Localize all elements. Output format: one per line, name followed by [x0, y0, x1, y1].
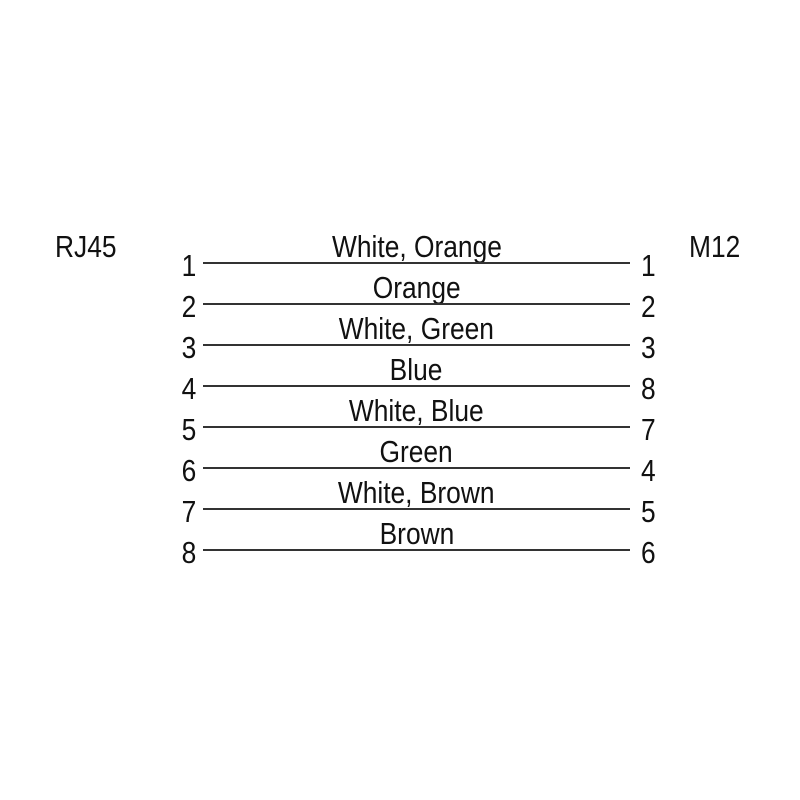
- rj45-pin-number-text: 8: [181, 535, 196, 570]
- wire-color-text: Green: [379, 434, 454, 469]
- rj45-pin-number: 7: [158, 496, 196, 527]
- wire-color-text: White, Blue: [349, 393, 484, 428]
- rj45-pin-number-text: 6: [181, 453, 196, 488]
- wire-color-label: White, Green: [203, 313, 630, 344]
- m12-pin-number: 8: [641, 373, 683, 404]
- wire-connection-line: [203, 426, 630, 428]
- wire-color-text: White, Brown: [338, 475, 495, 510]
- m12-pin-number: 5: [641, 496, 683, 527]
- m12-pin-number-text: 4: [641, 453, 656, 488]
- wire-connection-line: [203, 385, 630, 387]
- m12-pin-number-text: 8: [641, 371, 656, 406]
- wire-color-label: White, Blue: [203, 395, 630, 426]
- rj45-pin-number: 2: [158, 291, 196, 322]
- right-connector-label: M12: [689, 231, 749, 262]
- wire-connection-line: [203, 467, 630, 469]
- m12-pin-number-text: 2: [641, 289, 656, 324]
- m12-pin-number-text: 6: [641, 535, 656, 570]
- m12-pin-number-text: 5: [641, 494, 656, 529]
- m12-pin-number: 2: [641, 291, 683, 322]
- wire-color-label: Green: [203, 436, 630, 467]
- left-connector-label: RJ45: [55, 231, 127, 262]
- m12-pin-number: 3: [641, 332, 683, 363]
- rj45-pin-number-text: 5: [181, 412, 196, 447]
- wire-connection-line: [203, 262, 630, 264]
- rj45-pin-number: 5: [158, 414, 196, 445]
- rj45-pin-number-text: 4: [181, 371, 196, 406]
- wire-color-text: White, Orange: [331, 229, 502, 264]
- wire-color-label: Brown: [203, 518, 630, 549]
- wire-color-text: Brown: [379, 516, 454, 551]
- rj45-pin-number: 4: [158, 373, 196, 404]
- rj45-pin-number-text: 3: [181, 330, 196, 365]
- m12-pin-number-text: 1: [641, 248, 656, 283]
- rj45-pin-number: 8: [158, 537, 196, 568]
- wire-color-label: White, Orange: [203, 231, 630, 262]
- rj45-pin-number-text: 1: [181, 248, 196, 283]
- m12-pin-number-text: 7: [641, 412, 656, 447]
- wire-connection-line: [203, 303, 630, 305]
- wire-color-label: Blue: [203, 354, 630, 385]
- wire-color-label: White, Brown: [203, 477, 630, 508]
- wire-color-text: Blue: [390, 352, 443, 387]
- wire-color-label: Orange: [203, 272, 630, 303]
- rj45-pin-number: 3: [158, 332, 196, 363]
- wire-connection-line: [203, 508, 630, 510]
- left-connector-name: RJ45: [55, 229, 117, 264]
- m12-pin-number: 4: [641, 455, 683, 486]
- rj45-pin-number-text: 2: [181, 289, 196, 324]
- wire-connection-line: [203, 549, 630, 551]
- wire-color-text: White, Green: [338, 311, 495, 346]
- m12-pin-number: 7: [641, 414, 683, 445]
- m12-pin-number-text: 3: [641, 330, 656, 365]
- wire-connection-line: [203, 344, 630, 346]
- right-connector-name: M12: [689, 229, 741, 264]
- wire-color-text: Orange: [372, 270, 461, 305]
- rj45-pin-number: 1: [158, 250, 196, 281]
- rj45-pin-number-text: 7: [181, 494, 196, 529]
- rj45-pin-number: 6: [158, 455, 196, 486]
- m12-pin-number: 1: [641, 250, 683, 281]
- m12-pin-number: 6: [641, 537, 683, 568]
